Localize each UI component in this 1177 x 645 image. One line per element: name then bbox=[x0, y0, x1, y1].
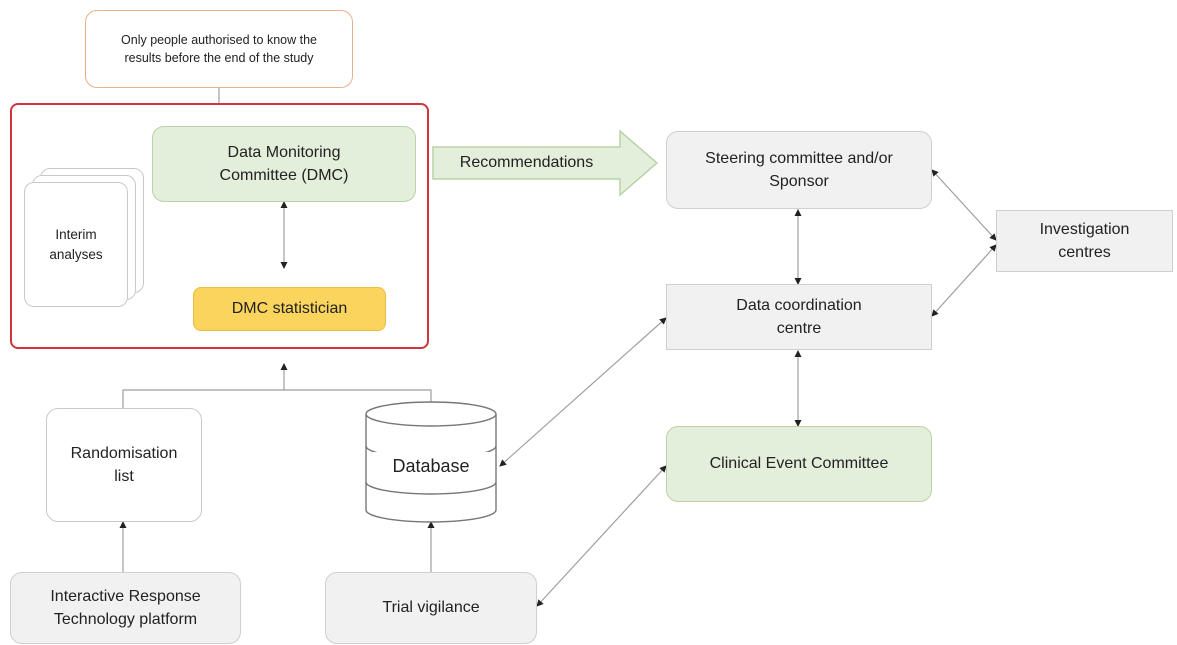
database-label-wrap: Database bbox=[368, 452, 494, 480]
clinical-event-box: Clinical Event Committee bbox=[666, 426, 932, 502]
recommendations-label-wrap: Recommendations bbox=[433, 147, 620, 179]
access-note: Only people authorised to know the resul… bbox=[85, 10, 353, 88]
data-coordination-box: Data coordination centre bbox=[666, 284, 932, 350]
investigation-centres-box: Investigation centres bbox=[996, 210, 1173, 272]
randomisation-list-box: Randomisation list bbox=[46, 408, 202, 522]
irt-platform-box: Interactive Response Technology platform bbox=[10, 572, 241, 644]
irt-platform-label: Interactive Response Technology platform bbox=[50, 587, 201, 628]
investigation-centres-label: Investigation centres bbox=[1039, 220, 1130, 261]
trial-vigilance-label: Trial vigilance bbox=[382, 599, 480, 617]
inputs-join-line bbox=[122, 389, 432, 408]
dmc-box: Data Monitoring Committee (DMC) bbox=[152, 126, 416, 202]
database-label: Database bbox=[392, 455, 470, 476]
dmc-statistician-label: DMC statistician bbox=[231, 300, 348, 318]
data-coordination-label: Data coordination centre bbox=[736, 296, 862, 337]
recommendations-label: Recommendations bbox=[459, 154, 594, 172]
interim-analyses-label: Interim analyses bbox=[49, 226, 103, 262]
investigation-steering-arrow bbox=[931, 169, 997, 241]
interim-analyses: Interim analyses bbox=[24, 182, 128, 307]
clinical-event-label: Clinical Event Committee bbox=[709, 455, 889, 473]
investigation-coordination-arrow bbox=[931, 244, 997, 317]
dmc-group bbox=[10, 103, 429, 349]
randomisation-list-label: Randomisation list bbox=[70, 444, 178, 485]
trial-vigilance-box: Trial vigilance bbox=[325, 572, 537, 644]
dmc-label: Data Monitoring Committee (DMC) bbox=[219, 143, 349, 184]
dmc-statistician-box: DMC statistician bbox=[193, 287, 386, 331]
vigilance-clinical-arrow bbox=[536, 465, 667, 607]
access-note-text: Only people authorised to know the resul… bbox=[121, 32, 317, 65]
steering-committee-label: Steering committee and/or Sponsor bbox=[705, 149, 893, 190]
database-coordination-arrow bbox=[499, 317, 667, 467]
recommendations-arrow-shape bbox=[432, 129, 659, 197]
steering-committee-box: Steering committee and/or Sponsor bbox=[666, 131, 932, 209]
